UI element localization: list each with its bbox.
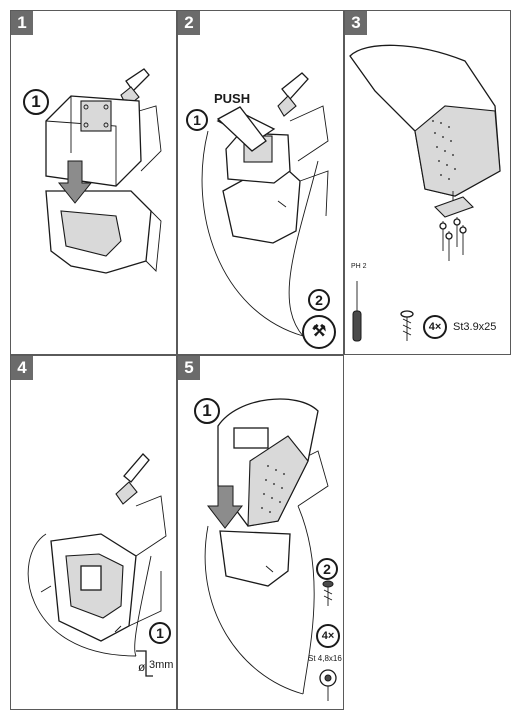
step-2-illustration	[201, 72, 329, 337]
step-5-screw-spec: St 4,8x16	[308, 654, 342, 663]
down-arrow	[206, 485, 244, 529]
step-4-illustration	[27, 453, 167, 677]
wrench-tool-icon: ⚒	[302, 315, 336, 349]
step-1-panel: 1 1	[10, 10, 177, 355]
step-2-marker-1: 1	[186, 109, 208, 131]
step-1-badge: 1	[11, 11, 33, 35]
down-arrow	[57, 160, 93, 204]
step-3-screw-count: 4×	[423, 315, 447, 339]
step-5-badge: 5	[178, 356, 200, 380]
step-3-screw-spec: St3.9x25	[453, 321, 497, 333]
step-3-panel: 3 PH 2 4× St3.9x25	[344, 10, 511, 355]
step-1-illustration	[45, 68, 162, 274]
drill-size-label: 3mm	[149, 659, 174, 671]
screwdriver-label: PH 2	[351, 263, 367, 270]
step-5-marker-2: 2	[316, 558, 338, 580]
drill-diameter-symbol: ø	[138, 660, 146, 674]
step-5-screw-count: 4×	[316, 624, 340, 648]
step-5-illustration	[204, 398, 337, 701]
step-2-badge: 2	[178, 11, 200, 35]
push-label: PUSH	[214, 91, 251, 106]
step-3-badge: 3	[345, 11, 367, 35]
step-2-panel: 2 PUSH 1 2 ⚒	[177, 10, 344, 355]
step-4-panel: 4 1 ø 3mm	[10, 355, 177, 710]
step-4-badge: 4	[11, 356, 33, 380]
step-5-marker-1: 1	[194, 398, 220, 424]
step-2-marker-2: 2	[308, 289, 330, 311]
step-3-illustration	[349, 44, 501, 342]
step-5-panel: 5 1 2 4× St 4,8x16	[177, 355, 344, 710]
step-4-marker-1: 1	[149, 622, 171, 644]
step-1-marker-1: 1	[23, 89, 49, 115]
